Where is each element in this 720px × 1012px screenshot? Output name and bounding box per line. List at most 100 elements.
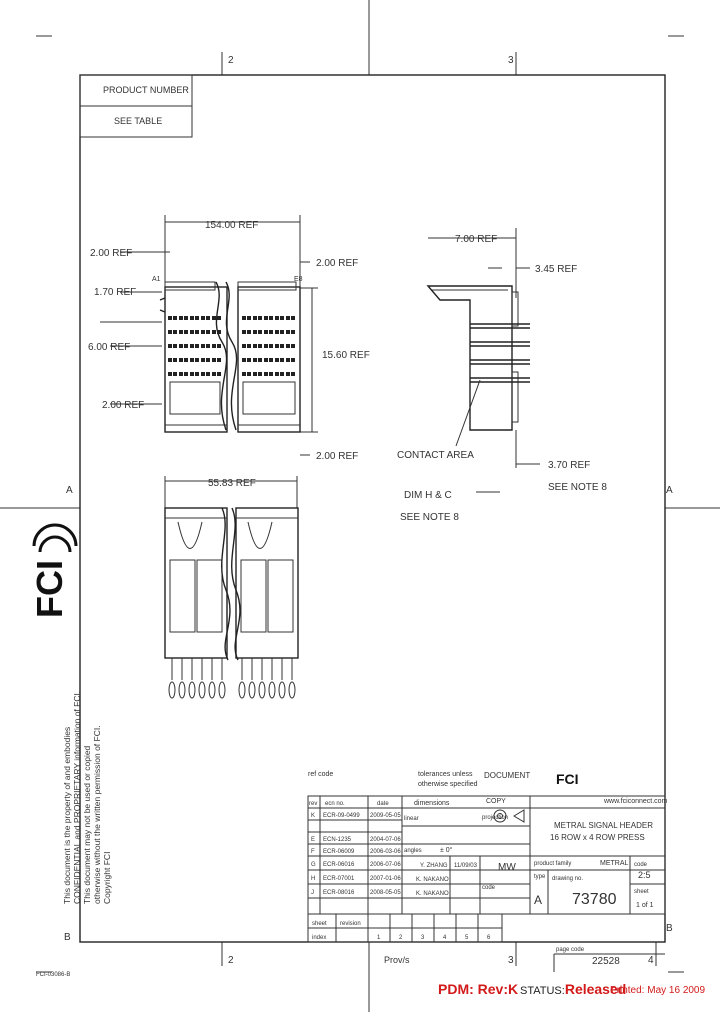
front-pin <box>275 316 279 320</box>
linear-label: linear <box>404 816 419 822</box>
tail-pin-end <box>238 681 246 699</box>
front-dim-col-pitch: 6.00 REF <box>88 342 130 353</box>
drawn-date: 11/09/03 <box>454 863 478 869</box>
rev-cell-rev: J <box>311 890 314 896</box>
fci-logo: FCI <box>29 523 78 618</box>
rev-cell-ecn: ECR-06009 <box>323 849 355 855</box>
front-pin <box>195 330 199 334</box>
front-pin <box>173 344 177 348</box>
svg-text:This document is the property: This document is the property of and emb… <box>62 727 72 904</box>
front-pin <box>190 358 194 362</box>
product-family-label: product family <box>534 861 571 867</box>
product-family-value: METRAL <box>600 860 629 867</box>
front-pin <box>217 358 221 362</box>
index-row-label: index <box>312 935 326 941</box>
page-code-label: page code <box>556 947 585 953</box>
front-pin <box>201 316 205 320</box>
front-pin <box>242 344 246 348</box>
prov-label: Prov/s <box>384 955 410 965</box>
website: www.fciconnect.com <box>603 798 668 805</box>
rev-cell-date: 2007-01-06 <box>370 876 401 882</box>
page-code: 22528 <box>592 956 620 967</box>
projection-label: projection <box>482 815 508 821</box>
front-dim-left-top: 2.00 REF <box>90 248 132 259</box>
svg-text:CONFIDENTIAL and PROPRIETARY i: CONFIDENTIAL and PROPRIETARY information… <box>72 691 82 904</box>
front-pin <box>201 372 205 376</box>
grid-top-label-2: 2 <box>228 55 234 66</box>
front-pin <box>242 316 246 320</box>
front-pin <box>206 358 210 362</box>
side-pins <box>470 323 530 383</box>
front-pin <box>291 316 295 320</box>
front-pin <box>269 344 273 348</box>
rev-cell-ecn: ECN-1235 <box>323 837 352 843</box>
approved-by: K. NAKANO <box>416 891 449 897</box>
rev-cell-ecn: ECR-06016 <box>323 862 355 868</box>
tolerances-line2: otherwise specified <box>418 781 478 788</box>
printed-date: Printed: May 16 2009 <box>610 985 706 996</box>
front-pin <box>280 344 284 348</box>
front-pin <box>201 330 205 334</box>
front-pin <box>286 358 290 362</box>
front-pin <box>269 358 273 362</box>
tail-pin-end <box>178 681 186 699</box>
front-pin <box>212 344 216 348</box>
front-pin <box>173 316 177 320</box>
status: STATUS:Released <box>520 981 626 997</box>
front-pin <box>269 372 273 376</box>
front-pin <box>275 372 279 376</box>
front-pin <box>184 344 188 348</box>
front-pin <box>217 330 221 334</box>
front-pin <box>173 330 177 334</box>
front-pin <box>217 372 221 376</box>
front-pin <box>168 344 172 348</box>
side-note-dim: SEE NOTE 8 <box>400 512 459 523</box>
fci-small-logo: FCI <box>556 771 579 787</box>
grid-bottom-label-2: 2 <box>228 955 234 966</box>
sheet-number: 4 <box>443 935 447 941</box>
side-view <box>426 228 540 493</box>
front-pin <box>195 316 199 320</box>
front-pin <box>291 358 295 362</box>
bottom-tail-pins <box>168 658 296 699</box>
rev-cell-ecn: ECR-09-0499 <box>323 813 360 819</box>
grid-bottom-label-4: 4 <box>648 955 654 966</box>
side-dim-width: 7.00 REF <box>455 234 497 245</box>
confidential-note: This document is the property of and emb… <box>62 691 112 904</box>
rev-cell-ecn: ECR-07001 <box>323 876 355 882</box>
front-pin <box>195 344 199 348</box>
grid-left-label-A: A <box>66 485 73 496</box>
front-dim-height: 15.60 REF <box>322 350 370 361</box>
document-label: DOCUMENT <box>484 771 530 780</box>
front-pin <box>184 358 188 362</box>
front-pin <box>184 372 188 376</box>
grid-top-label-3: 3 <box>508 55 514 66</box>
front-dim-right-bottom: 2.00 REF <box>316 451 358 462</box>
front-pin <box>286 316 290 320</box>
front-pin <box>242 330 246 334</box>
tail-pin-end <box>168 681 176 699</box>
rev-cell-date: 2006-07-06 <box>370 862 401 868</box>
title-line2: 16 ROW x 4 ROW PRESS <box>550 833 645 842</box>
front-pin <box>168 358 172 362</box>
revision-row-label: revision <box>340 921 361 927</box>
code-col-label: code <box>634 862 648 868</box>
front-pin <box>291 372 295 376</box>
rev-cell-rev: F <box>311 849 315 855</box>
front-pin <box>264 372 268 376</box>
side-dim-note: DIM H & C <box>404 490 452 501</box>
front-dim-left-bottom: 2.00 REF <box>102 400 144 411</box>
sheet-label: sheet <box>634 889 649 895</box>
front-pin <box>242 372 246 376</box>
grid-left-label-B: B <box>64 932 71 943</box>
side-dim-offset: 3.45 REF <box>535 264 577 275</box>
product-number-title: PRODUCT NUMBER <box>103 85 189 95</box>
front-pin <box>286 372 290 376</box>
front-pin <box>179 358 183 362</box>
svg-text:Copyright FCI: Copyright FCI <box>102 852 112 904</box>
dimensions-label: dimensions <box>414 800 450 807</box>
front-pin <box>253 372 257 376</box>
small-code: FCI-03086-B <box>36 972 70 978</box>
